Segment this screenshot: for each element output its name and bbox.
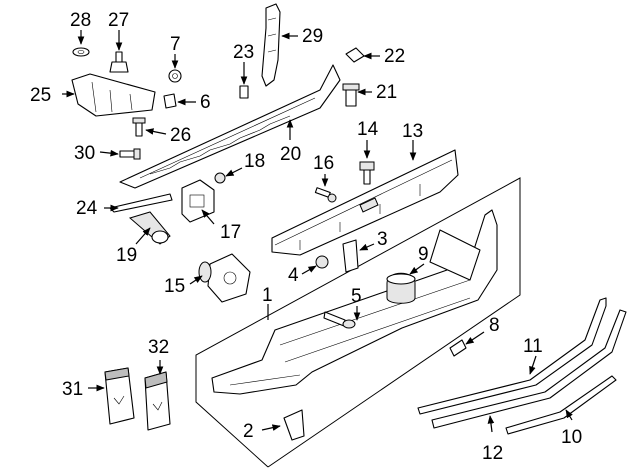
part-32-mud-flap	[144, 371, 171, 431]
callout-12: 12	[482, 443, 503, 464]
callout-9: 9	[418, 244, 429, 265]
callout-14: 14	[357, 119, 379, 140]
callout-27: 27	[108, 10, 129, 31]
callout-28: 28	[70, 10, 91, 31]
callout-1: 1	[262, 285, 273, 306]
callout-30: 30	[74, 143, 95, 164]
part-3-bracket	[342, 239, 359, 273]
callout-26: 26	[170, 125, 191, 146]
callout-31: 31	[62, 379, 83, 400]
part-14-bolt	[359, 161, 375, 185]
part-25-mount-bracket	[71, 73, 156, 117]
callout-23: 23	[233, 42, 254, 63]
part-28-washer	[72, 47, 90, 57]
part-29-side-bracket	[261, 3, 281, 87]
part-4-nut	[315, 255, 329, 269]
part-11-trim-strip	[417, 297, 607, 415]
part-12-trim-strip	[431, 309, 627, 429]
part-31-mud-flap	[104, 367, 135, 425]
part-1-bumper-cover	[211, 209, 498, 395]
callout-18: 18	[244, 151, 265, 172]
callout-25: 25	[30, 85, 51, 106]
callout-10: 10	[561, 427, 582, 448]
callout-22: 22	[384, 46, 405, 67]
part-20-impact-bar	[119, 64, 341, 189]
part-15-mount	[198, 253, 251, 303]
part-16-screw	[314, 187, 337, 203]
callout-13: 13	[402, 121, 423, 142]
callout-24: 24	[76, 198, 98, 219]
part-9-reinforcement-bracket	[386, 229, 481, 304]
part-2-clip	[283, 409, 305, 441]
leader-lines	[62, 30, 573, 433]
part-18-screw	[214, 172, 226, 184]
callout-4: 4	[288, 265, 299, 286]
part-10-trim-strip	[505, 375, 617, 435]
callout-11: 11	[523, 336, 543, 357]
callout-5: 5	[351, 286, 362, 307]
part-30-bolt	[119, 148, 141, 160]
callout-32: 32	[148, 337, 169, 358]
callout-8: 8	[489, 315, 500, 336]
callout-3: 3	[377, 229, 388, 250]
part-22-nut-plate	[345, 47, 365, 63]
part-26-bolt	[132, 117, 146, 137]
part-6-nut	[163, 93, 177, 109]
part-8-clip	[449, 339, 467, 357]
callout-29: 29	[302, 26, 323, 47]
part-24-trim-strip	[109, 193, 173, 213]
part-17-bracket-plate	[181, 179, 215, 223]
callout-2: 2	[243, 421, 254, 442]
callout-17: 17	[220, 222, 241, 243]
callout-19: 19	[116, 245, 137, 266]
part-23-stud	[239, 85, 249, 99]
callout-21: 21	[376, 82, 397, 103]
callout-16: 16	[313, 153, 334, 174]
part-21-bolt	[342, 83, 360, 107]
part-27-clip	[109, 51, 129, 73]
callout-15: 15	[164, 276, 185, 297]
callout-6: 6	[200, 92, 211, 113]
part-13-energy-absorber	[271, 149, 459, 256]
callout-7: 7	[170, 34, 181, 55]
part-7-grommet	[168, 69, 182, 83]
part-5-bolt	[323, 311, 356, 329]
callout-20: 20	[280, 144, 301, 165]
